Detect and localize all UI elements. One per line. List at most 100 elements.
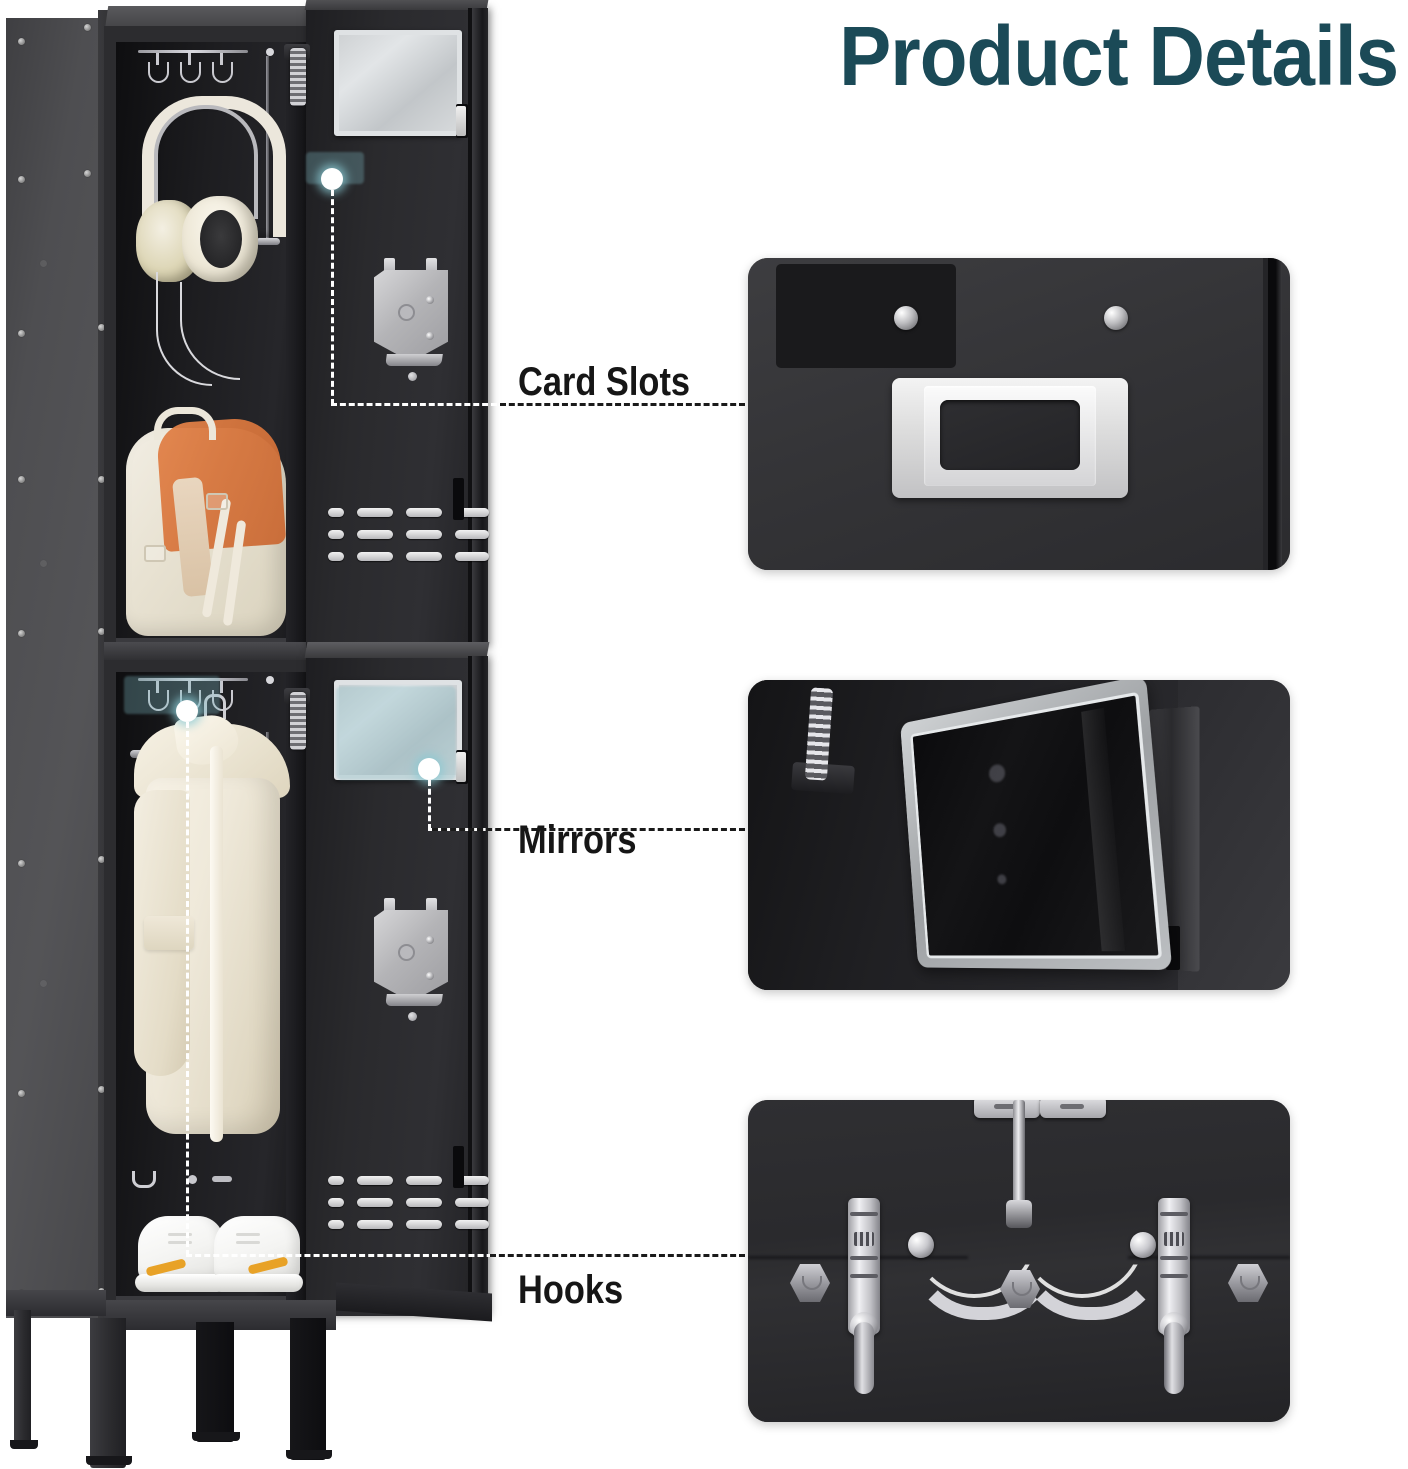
locker-leg — [290, 1318, 326, 1460]
hook-mount-plate-left — [974, 1100, 1040, 1118]
door-latch[interactable] — [456, 106, 466, 136]
card-mech-hole — [426, 972, 434, 980]
hook-vertical-stem — [1013, 1100, 1025, 1208]
floor-bracket — [212, 1176, 232, 1182]
screw-icon — [18, 38, 25, 45]
sneaker-right — [211, 1210, 303, 1292]
hook-stem-icon — [188, 53, 191, 65]
vent-slot — [406, 530, 442, 539]
mirror-reflection-spot — [997, 874, 1007, 885]
backpack-buckle — [206, 493, 228, 510]
door-mirror — [334, 30, 462, 136]
hook-curve-left-highlight — [911, 1232, 1037, 1298]
page-title: Product Details — [838, 9, 1399, 103]
door-edge — [472, 656, 488, 1316]
hook-arc-icon — [180, 62, 201, 83]
vent-slot — [357, 1198, 393, 1207]
hook-center-knot — [1006, 1200, 1032, 1228]
card-mech-hole — [426, 296, 434, 304]
compartment-shelf-edge — [116, 1296, 286, 1300]
card-mech-keyhole-icon — [398, 944, 415, 961]
backpack-buckle — [144, 545, 166, 562]
bracket-notch — [854, 1232, 874, 1246]
door-edge-shadow — [468, 656, 472, 1316]
vent-slot — [406, 1220, 442, 1229]
feature-label-hooks: Hooks — [518, 1268, 624, 1312]
mirror-reflection-spot — [988, 763, 1006, 784]
hook-arc-icon — [212, 62, 233, 83]
card-mech-tab — [384, 898, 395, 918]
callout-line-to-panel-hooks — [490, 1254, 745, 1257]
spring-hinge — [290, 48, 306, 106]
callout-line-to-panel-mirrors — [432, 828, 745, 831]
hook-stem-icon — [220, 681, 223, 693]
detail-photo-card-slots — [748, 258, 1290, 570]
callout-dot-icon[interactable] — [418, 758, 440, 780]
jacket-placket — [210, 746, 223, 1142]
hook-stem-icon — [188, 681, 191, 693]
upper-compartment-interior — [116, 42, 316, 642]
hook-plate-marking — [994, 1104, 1018, 1109]
door-mirror — [334, 680, 462, 780]
hook-rail-bar — [138, 678, 248, 681]
rail-end-knob-icon — [266, 676, 274, 684]
callout-line-to-panel-card-slots — [500, 403, 745, 406]
panel-highlight-streak — [1128, 1256, 1290, 1259]
screw-icon — [18, 176, 25, 183]
hook-arc-icon — [148, 690, 169, 711]
rail-end-knob-icon — [266, 48, 274, 56]
locker-side-panel — [6, 18, 106, 1318]
screw-icon — [40, 260, 47, 267]
card-mech-lip — [385, 994, 443, 1006]
callout-dot-icon[interactable] — [176, 700, 198, 722]
callout-dot-icon[interactable] — [321, 168, 343, 190]
upper-compartment-door[interactable] — [304, 0, 490, 648]
locker-leg — [196, 1322, 234, 1442]
callout-line-vertical-hooks — [186, 722, 189, 1256]
card-mech-lip — [385, 354, 443, 366]
card-mech-screw-icon — [408, 372, 417, 381]
card-mech-tab — [426, 258, 437, 278]
rod-bracket — [256, 238, 280, 245]
callout-line-vertical-mirrors — [428, 780, 431, 830]
locker-leg-foot — [86, 1456, 132, 1465]
spring-hinge — [290, 692, 306, 750]
card-holder-window-frame — [924, 386, 1096, 486]
backpack-handle — [154, 407, 216, 440]
headphones-item — [134, 96, 286, 386]
card-holder-label-window — [940, 400, 1080, 470]
door-latch[interactable] — [456, 752, 466, 782]
vent-slot — [357, 1220, 393, 1229]
hook-stem-icon — [156, 681, 159, 693]
mirror-glint — [1081, 707, 1125, 952]
screw-icon — [98, 476, 105, 483]
vent-slot — [455, 530, 489, 539]
feature-label-mirrors: Mirrors — [518, 818, 637, 862]
bolt-marking — [1240, 1276, 1260, 1290]
card-mech-hole — [426, 936, 434, 944]
screw-icon — [98, 324, 105, 331]
callout-line-vertical-card-slots — [331, 190, 334, 405]
card-mech-hole — [426, 332, 434, 340]
vent-slot — [357, 1176, 393, 1185]
sneaker-lace — [236, 1241, 260, 1244]
bracket-line — [850, 1256, 878, 1260]
sneakers-item — [135, 1196, 314, 1292]
door-edge — [472, 8, 488, 648]
screw-icon — [18, 630, 25, 637]
vent-slot — [406, 508, 442, 517]
detail-photo-mirrors — [748, 680, 1290, 990]
lower-compartment-door[interactable] — [304, 642, 490, 1316]
panel-door-edge-shadow — [1263, 258, 1268, 570]
screw-icon — [84, 170, 91, 177]
vent-slot — [328, 508, 344, 517]
sneaker-sole — [135, 1274, 227, 1292]
hook-prong-left — [854, 1322, 874, 1394]
vent-slot — [328, 1176, 344, 1185]
sneaker-lace — [168, 1233, 192, 1236]
card-holder-rivet-right — [1104, 306, 1128, 330]
lower-compartment-interior — [116, 672, 316, 1300]
bracket-line — [850, 1274, 878, 1278]
detail-photo-hooks — [748, 1100, 1290, 1422]
hook-tip-ball-right — [1130, 1232, 1156, 1258]
